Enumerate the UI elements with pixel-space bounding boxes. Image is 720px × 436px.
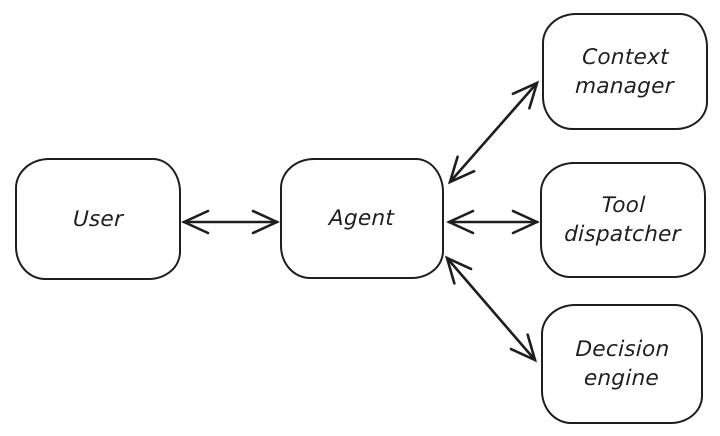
node-decision-engine: Decision engine (541, 304, 703, 424)
edge-agent-decision-engine (447, 258, 535, 360)
node-user: User (15, 158, 181, 280)
node-tool-dispatcher: Tool dispatcher (540, 162, 706, 278)
node-context-manager: Context manager (542, 13, 708, 130)
node-user-label: User (72, 206, 124, 232)
edge-agent-context-manager (450, 83, 537, 182)
node-agent-label: Agent (328, 206, 395, 231)
node-decision-engine-label: Decision engine (575, 337, 670, 391)
node-agent: Agent (280, 158, 444, 279)
node-tool-dispatcher-label: Tool dispatcher (563, 193, 682, 247)
node-context-manager-label: Context manager (574, 44, 675, 99)
